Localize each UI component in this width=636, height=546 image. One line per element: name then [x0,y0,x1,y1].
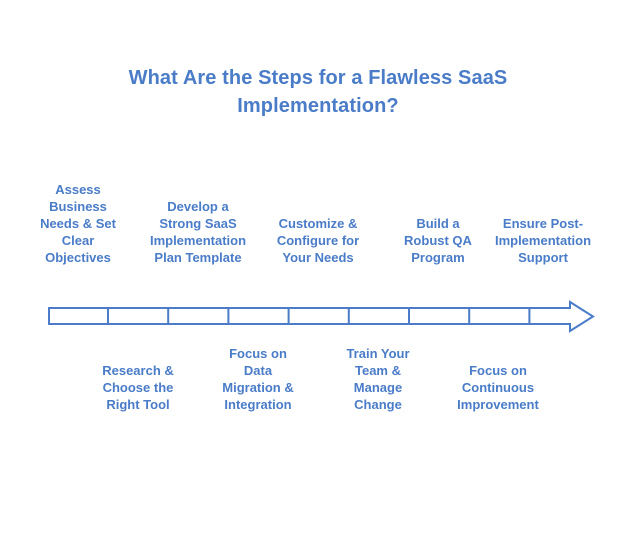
step-label-1: Assess Business Needs & Set Clear Object… [40,182,116,265]
step-label-3: Develop a Strong SaaS Implementation Pla… [149,199,247,265]
step-label-7: Build a Robust QA Program [404,216,472,265]
page-title: What Are the Steps for a Flawless SaaS I… [128,67,508,117]
step-label-9: Ensure Post- Implementation Support [494,216,592,265]
step-label-5: Customize & Configure for Your Needs [276,216,360,265]
step-label-2: Research & Choose the Right Tool [102,363,174,412]
step-label-8: Focus on Continuous Improvement [457,363,539,412]
step-label-6: Train Your Team & Manage Change [346,346,410,412]
timeline-arrow [48,300,595,333]
step-label-4: Focus on Data Migration & Integration [222,346,294,412]
segment-dividers [107,308,531,324]
arrow-shaft-and-head-icon [48,300,595,333]
